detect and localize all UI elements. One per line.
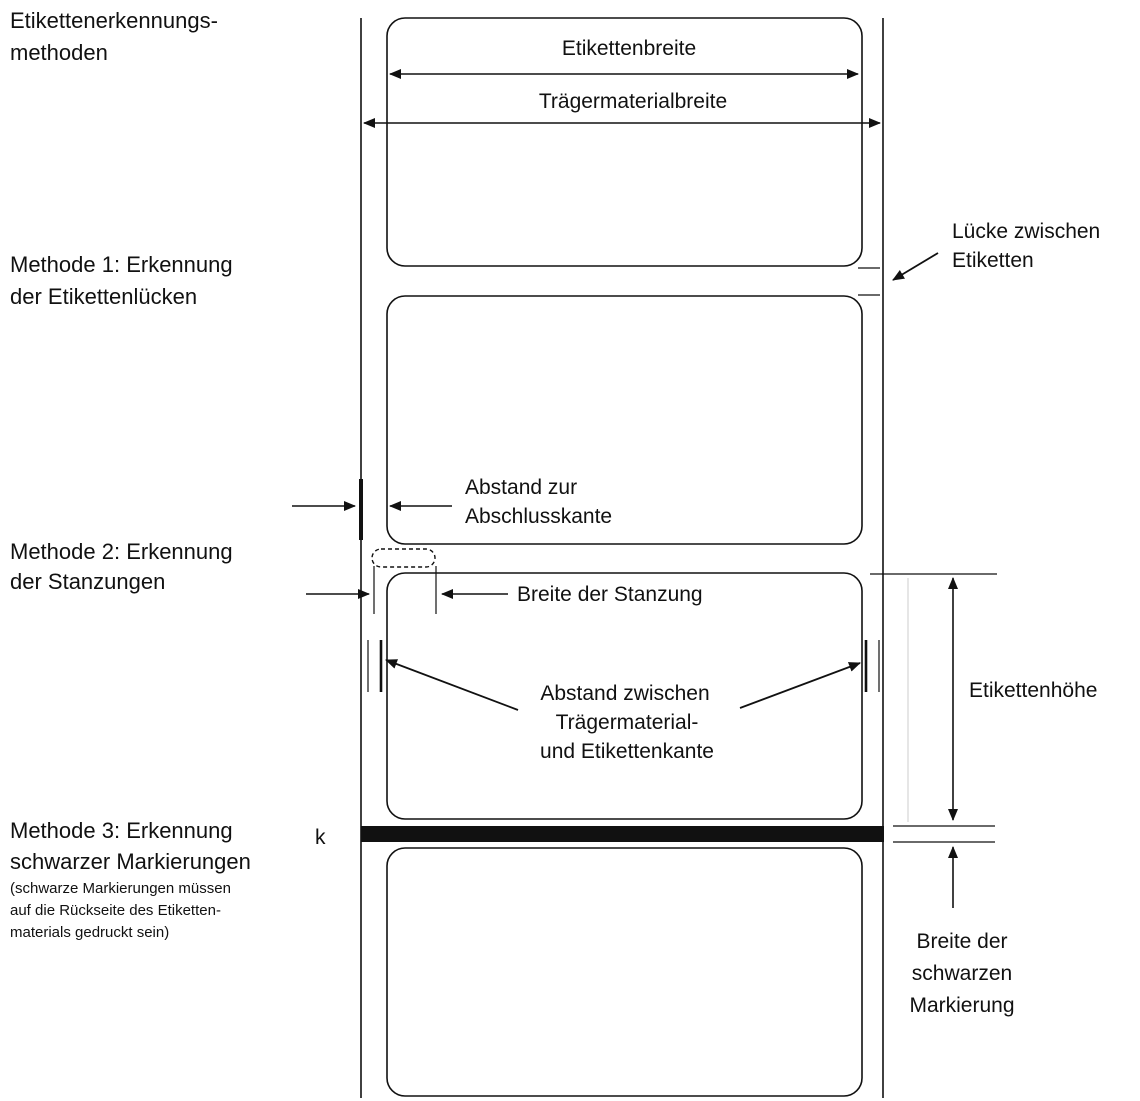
method1-line1: Methode 1: Erkennung — [10, 252, 233, 277]
label-height-text: Etikettenhöhe — [969, 679, 1097, 702]
mark-letter: k — [315, 826, 326, 849]
method3-note-line2: auf die Rückseite des Etiketten- — [10, 902, 221, 919]
black-mark — [361, 826, 884, 842]
mark-width-text-line2: schwarzen — [912, 962, 1012, 985]
mark-width-text-line3: Markierung — [909, 994, 1014, 1017]
label-1 — [386, 17, 863, 267]
label-3 — [386, 572, 863, 820]
edge-text-line3: und Etikettenkante — [540, 740, 714, 763]
method2-line1: Methode 2: Erkennung — [10, 539, 233, 564]
offset-text-line1: Abstand zur — [465, 476, 577, 499]
diagram-title-line1: Etikettenerkennungs- — [10, 8, 218, 33]
mark-width-text-line1: Breite der — [916, 930, 1007, 953]
diagram-title-line2: methoden — [10, 40, 108, 65]
notch-width-text: Breite der Stanzung — [517, 583, 703, 606]
gap-text-line1: Lücke zwischen — [952, 220, 1100, 243]
edge-text-line1: Abstand zwischen — [540, 682, 709, 705]
edge-text-line2: Trägermaterial- — [556, 711, 699, 734]
notch-outline — [371, 548, 436, 568]
edge-arrow-left — [385, 659, 519, 711]
method3-line1: Methode 3: Erkennung — [10, 818, 233, 843]
liner-width-text: Trägermaterialbreite — [539, 90, 727, 113]
edge-arrow-right — [739, 662, 861, 709]
method1-line2: der Etikettenlücken — [10, 284, 197, 309]
label-width-text: Etikettenbreite — [562, 37, 696, 60]
method3-note-line3: materials gedruckt sein) — [10, 924, 169, 941]
method2-line2: der Stanzungen — [10, 569, 165, 594]
gap-text-line2: Etiketten — [952, 249, 1034, 272]
label-4 — [386, 847, 863, 1097]
offset-text-line2: Abschlusskante — [465, 505, 612, 528]
label-2 — [386, 295, 863, 545]
gap-arrow — [892, 252, 939, 281]
method3-line2: schwarzer Markierungen — [10, 849, 251, 874]
method3-note-line1: (schwarze Markierungen müssen — [10, 880, 231, 897]
